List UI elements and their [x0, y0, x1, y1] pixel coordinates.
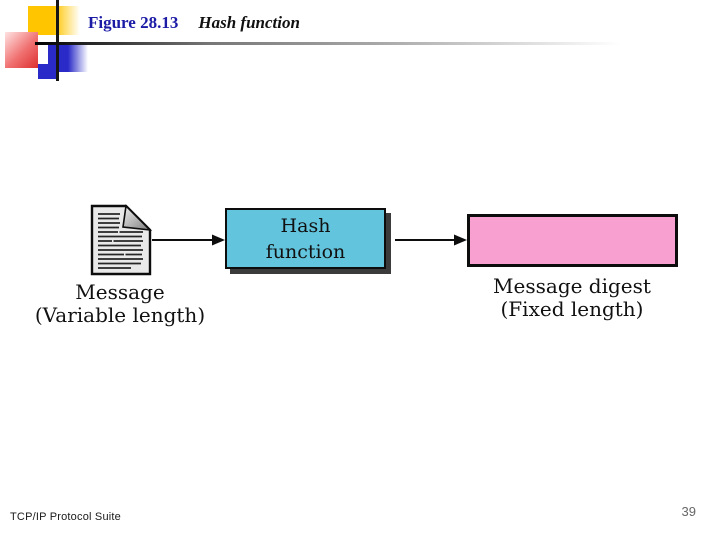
- figure-caption: Figure 28.13 Hash function: [88, 13, 300, 33]
- deco-red-square: [5, 32, 38, 68]
- deco-blue-square-foot: [38, 64, 59, 79]
- deco-horizontal-rule: [35, 42, 620, 45]
- digest-label-line1: Message digest: [493, 274, 651, 298]
- digest-label-line2: (Fixed length): [500, 297, 644, 321]
- right-arrow-icon: [152, 234, 225, 246]
- figure-label: Figure 28.13: [88, 13, 179, 32]
- deco-vertical-line: [56, 0, 59, 81]
- message-label-line2: (Variable length): [34, 303, 206, 327]
- document-icon: [90, 204, 153, 276]
- hash-box-line1: Hash: [280, 214, 331, 237]
- message-label-line1: Message: [75, 280, 165, 304]
- footer-title: TCP/IP Protocol Suite: [10, 511, 121, 523]
- hash-function-box: Hash function: [225, 208, 386, 269]
- deco-yellow-square: [28, 6, 80, 35]
- figure-title: Hash function: [198, 13, 300, 32]
- right-arrow-icon: [395, 234, 467, 246]
- message-digest-box: [467, 214, 678, 267]
- page-number: 39: [681, 504, 696, 519]
- hash-box-line2: function: [265, 240, 346, 263]
- message-digest-label: Message digest (Fixed length): [462, 275, 682, 321]
- message-label: Message (Variable length): [10, 281, 230, 327]
